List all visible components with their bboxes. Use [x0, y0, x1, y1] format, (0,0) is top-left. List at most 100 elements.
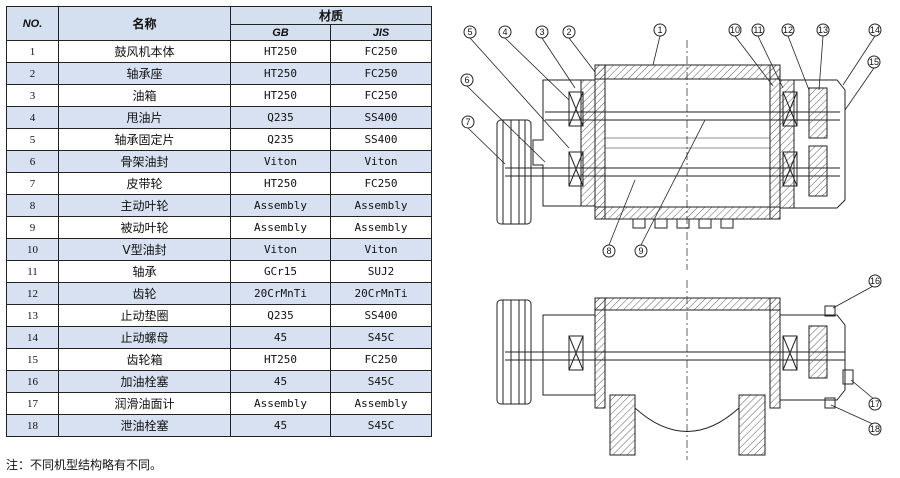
callout-4: 4 [498, 25, 512, 39]
row-gb: Viton [230, 150, 331, 173]
svg-text:13: 13 [818, 25, 828, 35]
svg-text:16: 16 [870, 276, 880, 286]
header-name: 名称 [58, 6, 231, 41]
row-gb: HT250 [230, 40, 331, 63]
svg-text:5: 5 [467, 27, 472, 37]
row-name: 轴承 [58, 260, 231, 283]
callout-6: 6 [460, 73, 474, 87]
row-no: 9 [6, 216, 59, 239]
row-jis: Assembly [329, 194, 433, 217]
row-name: 甩油片 [58, 106, 231, 129]
row-name: 止动螺母 [58, 326, 231, 349]
svg-text:2: 2 [566, 27, 571, 37]
row-name: 主动叶轮 [58, 194, 231, 217]
row-gb: Q235 [230, 128, 331, 151]
row-jis: Assembly [329, 392, 433, 415]
row-jis: S45C [329, 370, 433, 393]
svg-text:11: 11 [753, 25, 762, 35]
svg-text:6: 6 [464, 75, 469, 85]
row-name: 齿轮 [58, 282, 231, 305]
svg-text:15: 15 [869, 57, 879, 67]
row-gb: Q235 [230, 304, 331, 327]
row-name: V型油封 [58, 238, 231, 261]
leader-lines [466, 35, 876, 426]
svg-text:4: 4 [502, 27, 507, 37]
callout-15: 15 [867, 55, 881, 69]
svg-text:3: 3 [539, 27, 544, 37]
callout-17: 17 [868, 397, 882, 411]
row-jis: SS400 [329, 106, 433, 129]
belt-pulley [496, 119, 532, 225]
row-jis: SUJ2 [329, 260, 433, 283]
callout-2: 2 [562, 25, 576, 39]
row-name: 齿轮箱 [58, 348, 231, 371]
row-gb: HT250 [230, 62, 331, 85]
row-no: 13 [6, 304, 59, 327]
row-jis: Viton [329, 238, 433, 261]
row-jis: SS400 [329, 304, 433, 327]
blower-cross-section-drawing: 1 2 3 4 5 6 7 8 9 10 11 12 13 14 15 16 1… [460, 23, 882, 460]
row-no: 17 [6, 392, 59, 415]
row-jis: FC250 [329, 40, 433, 63]
row-no: 15 [6, 348, 59, 371]
callout-5: 5 [463, 25, 477, 39]
row-gb: HT250 [230, 84, 331, 107]
row-gb: Q235 [230, 106, 331, 129]
row-name: 骨架油封 [58, 150, 231, 173]
row-no: 18 [6, 414, 59, 437]
row-gb: 45 [230, 414, 331, 437]
footnote: 注：不同机型结构略有不同。 [6, 458, 163, 472]
callout-9: 9 [634, 244, 648, 258]
row-no: 11 [6, 260, 59, 283]
row-no: 6 [6, 150, 59, 173]
row-no: 4 [6, 106, 59, 129]
callout-16: 16 [868, 274, 882, 288]
lower-section-view [496, 280, 854, 460]
svg-text:12: 12 [783, 25, 793, 35]
row-no: 16 [6, 370, 59, 393]
row-name: 轴承固定片 [58, 128, 231, 151]
row-no: 10 [6, 238, 59, 261]
row-name: 轴承座 [58, 62, 231, 85]
row-jis: Viton [329, 150, 433, 173]
row-no: 12 [6, 282, 59, 305]
row-jis: FC250 [329, 62, 433, 85]
row-name: 鼓风机本体 [58, 40, 231, 63]
callout-8: 8 [602, 244, 616, 258]
callout-labels: 1 2 3 4 5 6 7 8 9 10 11 12 13 14 15 16 1… [460, 23, 882, 436]
row-gb: 45 [230, 370, 331, 393]
row-name: 加油栓塞 [58, 370, 231, 393]
row-gb: Viton [230, 238, 331, 261]
row-name: 皮带轮 [58, 172, 231, 195]
svg-text:7: 7 [465, 117, 470, 127]
svg-text:18: 18 [870, 424, 880, 434]
header-gb: GB [230, 24, 331, 41]
row-no: 8 [6, 194, 59, 217]
row-no: 3 [6, 84, 59, 107]
row-gb: Assembly [230, 194, 331, 217]
row-gb: 20CrMnTi [230, 282, 331, 305]
row-jis: SS400 [329, 128, 433, 151]
svg-text:1: 1 [657, 25, 662, 35]
row-jis: 20CrMnTi [329, 282, 433, 305]
row-jis: FC250 [329, 84, 433, 107]
row-jis: Assembly [329, 216, 433, 239]
callout-13: 13 [816, 23, 830, 37]
row-jis: FC250 [329, 172, 433, 195]
row-gb: GCr15 [230, 260, 331, 283]
